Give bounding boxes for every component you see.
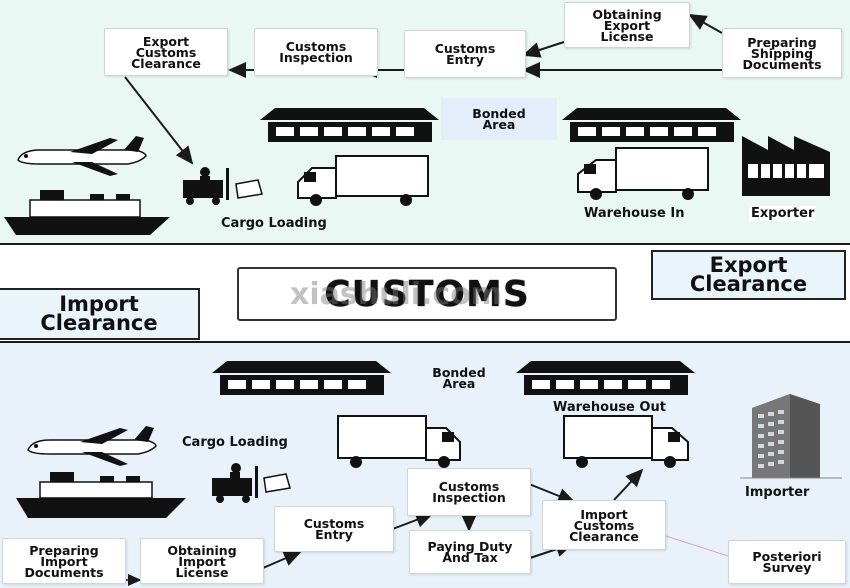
truck-import-right <box>563 415 689 468</box>
export-clearance-panel: Export Clearance <box>651 250 846 300</box>
import-clearance-line2: Clearance <box>40 311 158 335</box>
customs-title: CUSTOMS <box>237 267 617 321</box>
warehouse-export-left <box>260 108 439 142</box>
obtaining-export-license-box: Obtaining Export License <box>564 2 690 48</box>
export-customs-inspection-box: Customs Inspection <box>254 28 378 76</box>
truck-import-left <box>337 415 461 468</box>
obtaining-import-license-box: Obtaining Import License <box>140 538 264 584</box>
import-bonded-area-label: Bonded Area <box>421 362 497 394</box>
import-clearance-panel: Import Clearance <box>0 288 200 340</box>
importer-label: Importer <box>745 485 810 500</box>
posteriori-survey-box: Posteriori Survey <box>728 540 846 584</box>
warehouse-export-right <box>562 108 741 142</box>
export-clearance-line1: Export <box>709 253 788 277</box>
preparing-shipping-documents-box: Preparing Shipping Documents <box>722 28 842 78</box>
export-customs-entry-box: Customs Entry <box>404 30 526 78</box>
exporter-label: Exporter <box>749 206 817 221</box>
forklift-export <box>183 167 263 205</box>
forklift-import <box>212 463 291 503</box>
import-clearance-line1: Import <box>59 292 139 316</box>
survey-connector <box>665 535 729 557</box>
export-bonded-area-label: Bonded Area <box>441 98 557 140</box>
truck-export-left <box>297 155 429 206</box>
airplane-export <box>17 136 147 176</box>
warehouse-out-label: Warehouse Out <box>553 400 666 415</box>
warehouse-in-label: Warehouse In <box>584 206 685 221</box>
ship-import <box>16 472 186 518</box>
preparing-import-documents-box: Preparing Import Documents <box>2 538 126 584</box>
export-zone-divider <box>0 243 850 245</box>
arrow-license-to-entry <box>522 41 565 58</box>
factory-icon <box>742 136 830 196</box>
arrow-clearance-to-warehouse-out <box>613 468 644 501</box>
import-customs-entry-box: Customs Entry <box>274 506 394 552</box>
arrow-license-to-entry-import <box>262 551 302 569</box>
import-customs-clearance-box: Import Customs Clearance <box>542 500 666 550</box>
airplane-import <box>27 426 157 466</box>
arrow-inspection-to-clearance-import <box>523 481 576 504</box>
paying-duty-and-tax-box: Paying Duty And Tax <box>409 530 531 574</box>
export-clearance-line2: Clearance <box>689 272 808 296</box>
export-cargo-loading-label: Cargo Loading <box>221 216 327 231</box>
arrow-entry-to-inspection-import <box>389 512 434 531</box>
warehouse-import-left <box>212 361 391 395</box>
ship-export <box>4 190 170 235</box>
arrow-preparing-to-license <box>688 14 723 34</box>
arrow-clearance-to-loading <box>124 76 194 165</box>
import-zone-divider <box>0 341 850 343</box>
warehouse-import-right <box>516 361 695 395</box>
import-cargo-loading-label: Cargo Loading <box>182 435 288 450</box>
office-building-icon <box>740 394 842 479</box>
import-customs-inspection-box: Customs Inspection <box>407 468 531 516</box>
truck-export-right <box>577 147 709 200</box>
export-customs-clearance-box: Export Customs Clearance <box>104 28 228 76</box>
